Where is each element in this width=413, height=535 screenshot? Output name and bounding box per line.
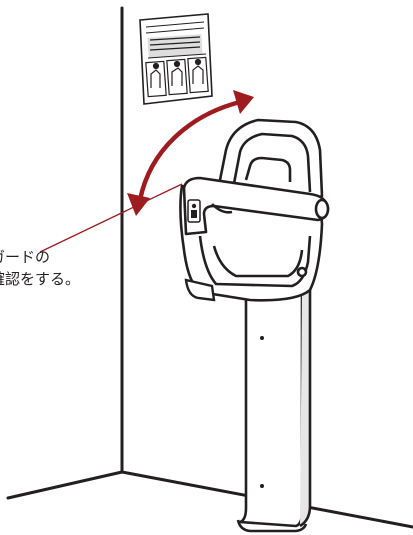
instruction-placard [139, 13, 213, 105]
placard-diagram-panels [145, 56, 209, 98]
caption-leader-line [39, 183, 183, 253]
seat-hinge [184, 278, 216, 302]
caption-line-1: ガードの [0, 248, 51, 266]
caption-text: ガードの 確認をする。 [0, 246, 80, 290]
caption-line-2: 確認をする。 [0, 270, 81, 288]
seat-pedestal [236, 286, 312, 533]
seat-back [214, 118, 324, 202]
arrow-head-upper [233, 90, 254, 114]
seat-badge-icon [187, 199, 201, 223]
seat-guard [182, 176, 330, 236]
arrow-head-lower [127, 193, 150, 216]
floor-line-left [6, 470, 124, 500]
rotation-arrow [127, 90, 254, 216]
